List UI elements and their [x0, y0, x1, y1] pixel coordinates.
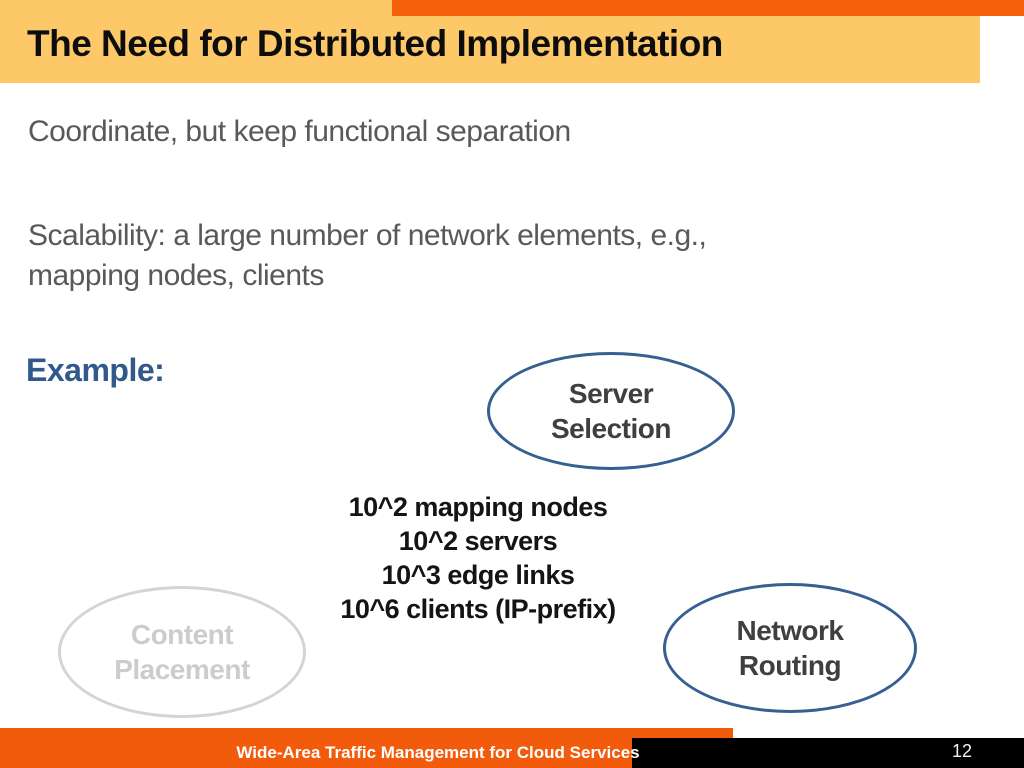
stats-block: 10^2 mapping nodes 10^2 servers 10^3 edg…: [298, 490, 658, 626]
footer-title: Wide-Area Traffic Management for Cloud S…: [236, 743, 640, 762]
page-number: 12: [951, 741, 972, 761]
ellipse-network-routing-label: Network Routing: [736, 615, 844, 681]
footer-black-bar: [632, 738, 1024, 768]
stat-line-servers: 10^2 servers: [398, 526, 558, 556]
ellipse-content-placement: Content Placement: [58, 586, 306, 718]
ellipse-content-placement-label: Content Placement: [114, 619, 250, 685]
body-text-coordinate: Coordinate, but keep functional separati…: [28, 115, 571, 148]
stat-line-clients: 10^6 clients (IP-prefix): [340, 594, 616, 624]
top-accent-strip: [392, 0, 1024, 16]
body-text-scalability-line-1: Scalability: a large number of network e…: [28, 219, 707, 252]
stat-line-edge-links: 10^3 edge links: [381, 560, 575, 590]
body-text-scalability: Scalability: a large number of network e…: [28, 216, 788, 296]
body-text-scalability-line-2: mapping nodes, clients: [28, 259, 324, 292]
example-label: Example:: [26, 352, 165, 388]
footer-orange-bar: [0, 728, 733, 768]
ellipse-server-selection: Server Selection: [487, 352, 735, 470]
ellipse-server-selection-label: Server Selection: [551, 378, 671, 444]
slide-title: The Need for Distributed Implementation: [27, 23, 723, 64]
stat-line-mapping-nodes: 10^2 mapping nodes: [348, 492, 608, 522]
ellipse-network-routing: Network Routing: [663, 583, 917, 713]
